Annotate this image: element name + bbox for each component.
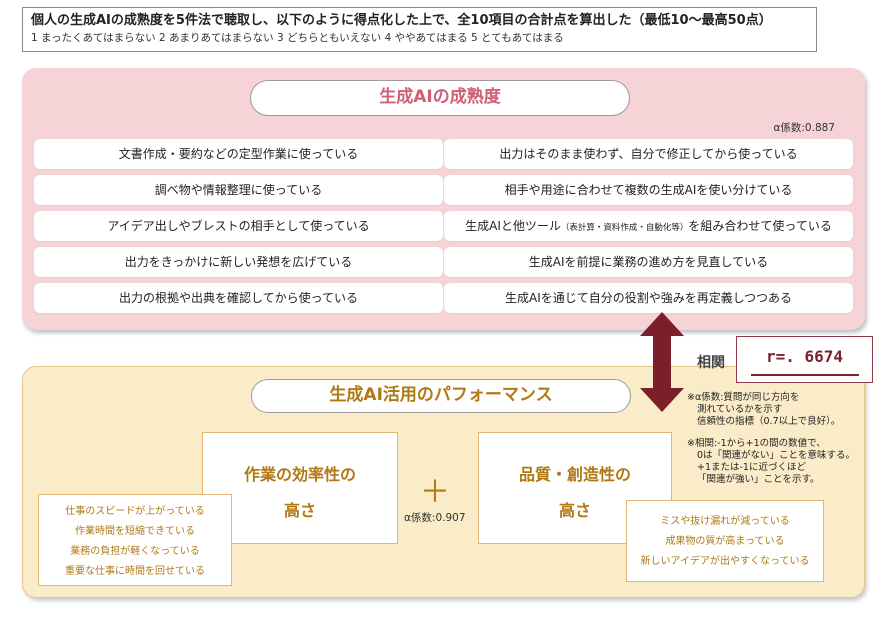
maturity-item: アイデア出しやブレストの相手として使っている	[34, 211, 443, 241]
header-title: 個人の生成AIの成熟度を5件法で聴取し、以下のように得点化した上で、全10項目の…	[31, 13, 772, 28]
maturity-item: 生成AIと他ツール（表計算・資料作成・自動化等）を組み合わせて使っている	[444, 211, 853, 241]
efficiency-label-line2: 高さ	[283, 501, 316, 520]
alpha-note-line: 信頼性の指標（0.7以上で良好）。	[697, 416, 841, 427]
performance-alpha: α係数:0.907	[404, 512, 466, 524]
quality-item: 新しいアイデアが出やすくなっている	[640, 556, 810, 567]
efficiency-item: 重要な仕事に時間を回せている	[65, 566, 205, 577]
correlation-note-line: +1または-1に近づくほど	[697, 462, 806, 473]
maturity-item: 調べ物や情報整理に使っている	[34, 175, 443, 205]
maturity-item: 相手や用途に合わせて複数の生成AIを使い分けている	[444, 175, 853, 205]
maturity-item: 出力はそのまま使わず、自分で修正してから使っている	[444, 139, 853, 169]
maturity-item-note: （表計算・資料作成・自動化等）	[560, 223, 689, 233]
efficiency-label-line1: 作業の効率性の	[243, 465, 356, 484]
quality-items-box: ミスや抜け漏れが減っている 成果物の質が高まっている 新しいアイデアが出やすくな…	[626, 500, 824, 582]
correlation-note-line: 「関連が強い」ことを示す。	[697, 474, 820, 485]
quality-label-line1: 品質・創造性の	[518, 465, 631, 484]
header-note: 個人の生成AIの成熟度を5件法で聴取し、以下のように得点化した上で、全10項目の…	[22, 7, 817, 52]
quality-box: 品質・創造性の 高さ	[478, 432, 672, 544]
alpha-note-line: 測れているかを示す	[697, 404, 783, 415]
maturity-item-text: 生成AIと他ツール	[465, 219, 561, 233]
correlation-note-line: 0は「関連がない」ことを意味する。	[697, 450, 856, 461]
correlation-label: 相関	[697, 355, 725, 371]
quality-label-line2: 高さ	[558, 501, 591, 520]
maturity-item: 生成AIを前提に業務の進め方を見直している	[444, 247, 853, 277]
efficiency-box: 作業の効率性の 高さ	[202, 432, 398, 544]
maturity-alpha: α係数:0.887	[773, 122, 835, 134]
correlation-note-line: ※相関:-1から+1の間の数値で、	[687, 438, 826, 449]
quality-item: 成果物の質が高まっている	[665, 536, 785, 547]
scale-legend: 1 まったくあてはまらない 2 あまりあてはまらない 3 どちらともいえない 4…	[31, 32, 564, 44]
maturity-item: 出力の根拠や出典を確認してから使っている	[34, 283, 443, 313]
maturity-panel: 生成AIの成熟度 α係数:0.887 文書作成・要約などの定型作業に使っている …	[22, 68, 865, 330]
correlation-note: ※相関:-1から+1の間の数値で、 0は「関連がない」ことを意味する。 +1また…	[687, 438, 855, 486]
correlation-underline	[751, 374, 859, 376]
correlation-value: r=. 6674	[765, 347, 844, 366]
maturity-title: 生成AIの成熟度	[250, 80, 630, 116]
maturity-item: 出力をきっかけに新しい発想を広げている	[34, 247, 443, 277]
alpha-note: ※α係数:質問が同じ方向を 測れているかを示す 信頼性の指標（0.7以上で良好）…	[687, 392, 840, 428]
alpha-note-line: ※α係数:質問が同じ方向を	[687, 392, 800, 403]
performance-title: 生成AI活用のパフォーマンス	[251, 379, 631, 413]
plus-sign: ＋	[420, 475, 450, 510]
efficiency-item: 業務の負担が軽くなっている	[70, 546, 200, 557]
maturity-item: 文書作成・要約などの定型作業に使っている	[34, 139, 443, 169]
maturity-item-text: を組み合わせて使っている	[688, 219, 832, 233]
efficiency-items-box: 仕事のスピードが上がっている 作業時間を短縮できている 業務の負担が軽くなってい…	[38, 494, 232, 586]
efficiency-item: 作業時間を短縮できている	[75, 526, 195, 537]
quality-item: ミスや抜け漏れが減っている	[660, 516, 790, 527]
correlation-box: r=. 6674	[736, 336, 873, 383]
maturity-item: 生成AIを通じて自分の役割や強みを再定義しつつある	[444, 283, 853, 313]
double-arrow-icon	[640, 312, 684, 412]
efficiency-item: 仕事のスピードが上がっている	[65, 506, 205, 517]
